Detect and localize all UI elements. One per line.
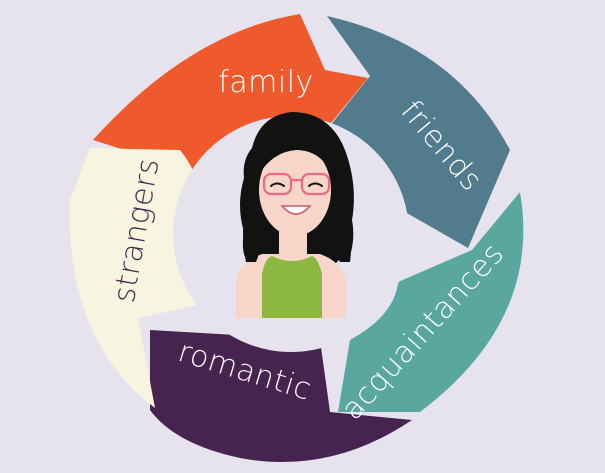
segment-acquaintances — [338, 192, 524, 412]
segment-romantic — [150, 330, 412, 463]
segment-family — [93, 14, 368, 178]
segment-friends — [325, 16, 510, 248]
woman-avatar-icon — [236, 112, 354, 318]
label-family: family — [218, 65, 314, 100]
